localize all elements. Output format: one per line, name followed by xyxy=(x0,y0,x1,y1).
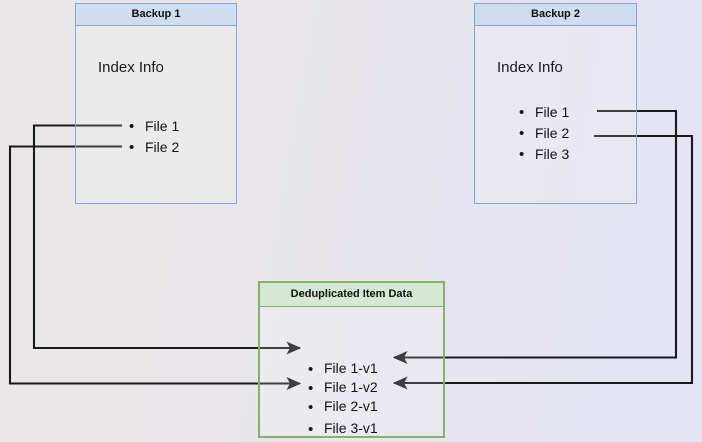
list-item: File 2 xyxy=(128,137,179,158)
node-dedup-body: File 1-v1 File 1-v2 File 2-v1 File 3-v1 xyxy=(260,307,443,440)
list-item: File 1 xyxy=(518,102,569,123)
backup-1-index-info-label: Index Info xyxy=(98,59,164,76)
list-item: File 2-v1 xyxy=(307,397,378,418)
list-item: File 3-v1 xyxy=(307,419,378,440)
list-item: File 1-v1 xyxy=(307,359,378,380)
list-item: File 2 xyxy=(518,123,569,144)
list-item: File 3 xyxy=(518,144,569,165)
backup-2-file-list: File 1 File 2 File 3 xyxy=(518,102,569,165)
backup-1-file-list: File 1 File 2 xyxy=(128,116,179,158)
node-backup-2-header: Backup 2 xyxy=(475,4,636,26)
list-item: File 1-v2 xyxy=(307,378,378,399)
node-backup-1-body: Index Info File 1 File 2 xyxy=(76,26,236,202)
node-backup-2[interactable]: Backup 2 Index Info File 1 File 2 File 3 xyxy=(474,3,637,204)
node-dedup-header: Deduplicated Item Data xyxy=(260,283,443,307)
backup-2-index-info-label: Index Info xyxy=(497,59,563,76)
node-backup-2-body: Index Info File 1 File 2 File 3 xyxy=(475,26,636,202)
node-backup-1[interactable]: Backup 1 Index Info File 1 File 2 xyxy=(75,3,237,204)
node-backup-1-header: Backup 1 xyxy=(76,4,236,26)
dedup-file-list: File 1-v1 File 1-v2 File 2-v1 File 3-v1 xyxy=(307,359,378,440)
list-item: File 1 xyxy=(128,116,179,137)
node-deduplicated-item-data[interactable]: Deduplicated Item Data File 1-v1 File 1-… xyxy=(258,281,445,440)
